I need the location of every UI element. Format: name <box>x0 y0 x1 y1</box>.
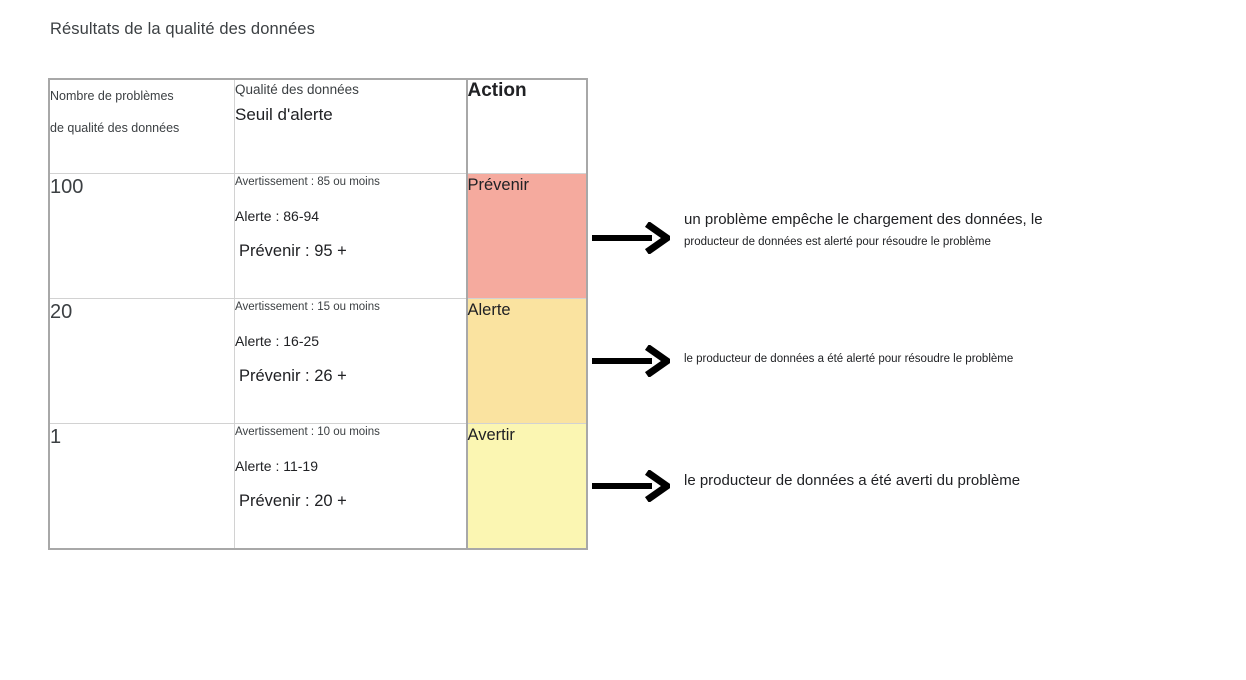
header-cell-issue-count: Nombre de problèmes de qualité des donné… <box>49 79 235 174</box>
cell-threshold: Avertissement : 10 ou moins Alerte : 11-… <box>234 423 467 549</box>
table-row: 100 Avertissement : 85 ou moins Alerte :… <box>49 173 587 299</box>
header-issue-count-line1: Nombre de problèmes <box>50 89 174 103</box>
cell-issue-count: 1 <box>49 423 235 549</box>
threshold-warn-text: Avertissement : 85 ou moins <box>235 176 380 188</box>
header-threshold-line1: Qualité des données <box>235 82 359 97</box>
threshold-alert-text: Alerte : 16-25 <box>235 333 320 349</box>
annotation-line-2: producteur de données est alerté pour ré… <box>684 236 991 248</box>
table-header-row: Nombre de problèmes de qualité des donné… <box>49 79 587 174</box>
threshold-prevent-text: Prévenir : 26 + <box>239 367 347 385</box>
table-row: 1 Avertissement : 10 ou moins Alerte : 1… <box>49 423 587 549</box>
header-cell-action: Action <box>465 79 587 174</box>
threshold-alert-text: Alerte : 86-94 <box>235 208 320 224</box>
threshold-prevent-text: Prévenir : 20 + <box>239 492 347 510</box>
annotation-prevent: un problème empêche le chargement des do… <box>592 210 1043 254</box>
header-cell-threshold: Qualité des données Seuil d'alerte <box>234 79 467 174</box>
cell-action-status: Avertir <box>465 423 587 549</box>
page-title: Résultats de la qualité des données <box>50 20 315 38</box>
cell-threshold: Avertissement : 85 ou moins Alerte : 86-… <box>234 173 467 299</box>
annotation-text: le producteur de données a été averti du… <box>684 470 1020 492</box>
cell-issue-count: 100 <box>49 173 235 299</box>
annotation-line-1: le producteur de données a été alerté po… <box>684 353 1014 365</box>
threshold-warn-text: Avertissement : 10 ou moins <box>235 426 380 438</box>
cell-action-status: Alerte <box>465 298 587 424</box>
annotation-text: un problème empêche le chargement des do… <box>684 209 1043 253</box>
right-arrow-icon <box>592 222 670 254</box>
right-arrow-icon <box>592 470 670 502</box>
annotation-line-1: le producteur de données a été averti du… <box>684 472 1021 489</box>
threshold-alert-text: Alerte : 11-19 <box>235 458 319 474</box>
right-arrow-icon <box>592 345 670 377</box>
header-threshold-line2: Seuil d'alerte <box>235 105 333 124</box>
cell-threshold: Avertissement : 15 ou moins Alerte : 16-… <box>234 298 467 424</box>
annotation-alert: le producteur de données a été alerté po… <box>592 345 1013 377</box>
threshold-warn-text: Avertissement : 15 ou moins <box>235 301 380 313</box>
table-row: 20 Avertissement : 15 ou moins Alerte : … <box>49 298 587 424</box>
threshold-prevent-text: Prévenir : 95 + <box>239 242 347 260</box>
header-issue-count-line2: de qualité des données <box>50 121 180 135</box>
annotation-text: le producteur de données a été alerté po… <box>684 348 1013 370</box>
cell-action-status: Prévenir <box>465 173 587 299</box>
data-quality-table: Nombre de problèmes de qualité des donné… <box>48 78 588 550</box>
annotation-warn: le producteur de données a été averti du… <box>592 470 1020 502</box>
cell-issue-count: 20 <box>49 298 235 424</box>
annotation-line-1: un problème empêche le chargement des do… <box>684 211 1043 228</box>
